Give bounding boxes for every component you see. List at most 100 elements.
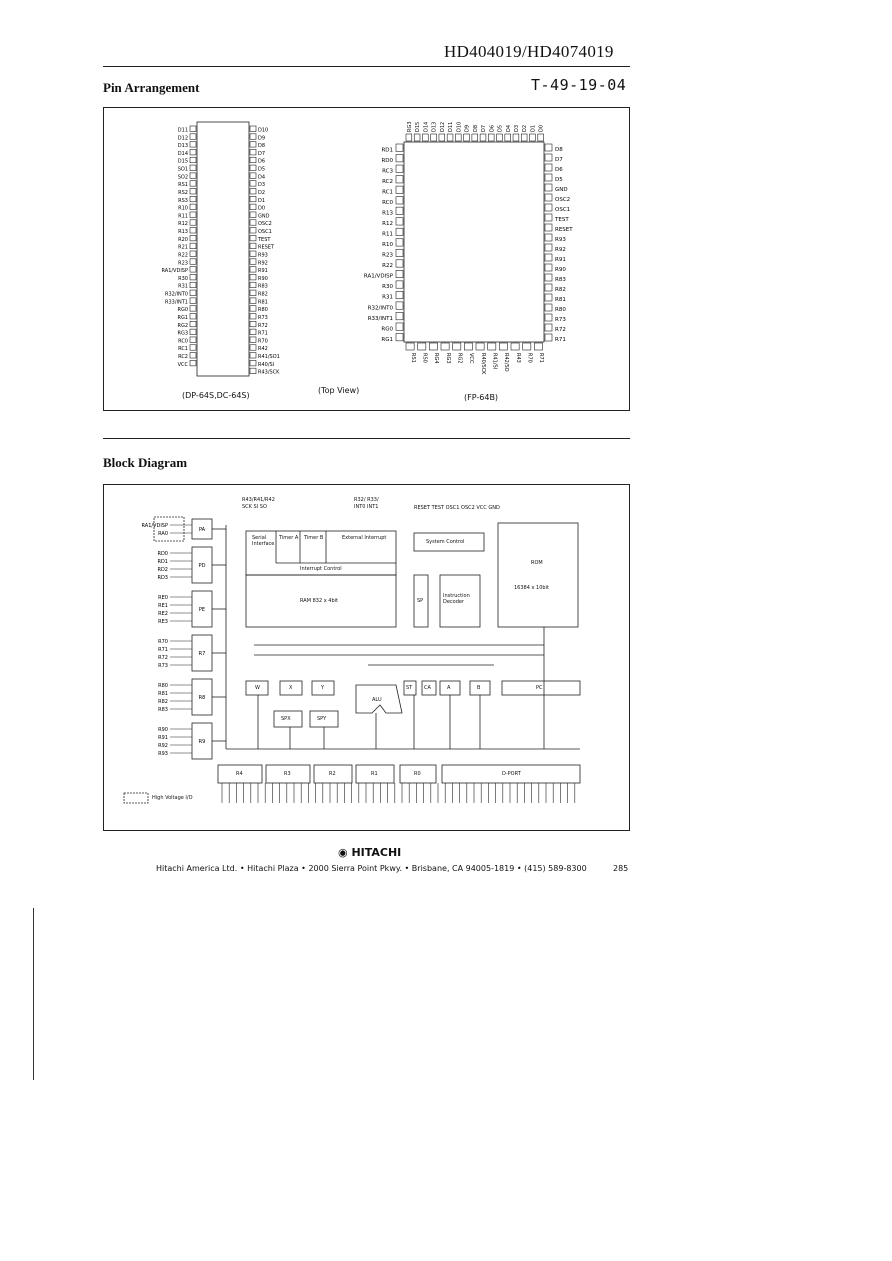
dip-pin-right (249, 305, 257, 312)
fp-pin-label-right: OSC1 (555, 207, 570, 213)
fp-pin-label-top: D9 (465, 125, 471, 132)
fp-caption: (FP-64B) (464, 393, 499, 402)
fp-pin-label-left: RD1 (381, 147, 393, 153)
fp-pin-left (395, 259, 404, 268)
fp-pin-top (537, 133, 544, 142)
dip-pin-left (189, 321, 197, 328)
fp-pin-label-bottom: RG2 (457, 353, 463, 364)
dip-pin-right (249, 297, 257, 304)
fp-pin-label-bottom: R42/SO (503, 353, 509, 372)
dip-pin-label-right: R82 (258, 292, 268, 298)
fp-pin-label-bottom: RG3 (445, 353, 451, 364)
dip-pin-label-right: R43/SCK (258, 370, 280, 376)
fp-pin-label-bottom: R43 (515, 353, 521, 363)
fp-pin-bottom (417, 342, 427, 351)
dip-pin-label-left: RG3 (177, 331, 188, 337)
dip-pin-label-right: GND (258, 213, 270, 219)
dip-pin-label-right: R73 (258, 315, 268, 321)
fp-pin-left (395, 291, 404, 300)
fp-pin-label-left: RC0 (382, 200, 393, 206)
fp-pin-left (395, 248, 404, 257)
fp-pin-left (395, 175, 404, 184)
fp-pin-left (395, 196, 404, 205)
dip-pin-label-right: D9 (258, 135, 265, 141)
dip-pin-label-left: R11 (178, 213, 188, 219)
dip-pin-label-right: R81 (258, 299, 268, 305)
fp-pin-label-left: RG1 (381, 337, 393, 343)
port-pin-label: R82 (158, 699, 168, 705)
dip-pin-right (249, 227, 257, 234)
dip-pin-left (189, 274, 197, 281)
fp-pin-left (395, 312, 404, 321)
fp-pin-label-top: D7 (481, 125, 487, 132)
fp-pin-label-left: R22 (382, 263, 393, 269)
fp-pin-left (395, 238, 404, 247)
fp-pin-label-bottom: R71 (538, 353, 544, 363)
fp-pin-left (395, 322, 404, 331)
port-group-name: PD (199, 563, 206, 569)
dip-pin-right (249, 180, 257, 187)
dip-pin-label-left: RA1/VDISP (162, 268, 189, 274)
port-pin-label: RD3 (157, 575, 168, 581)
port-r2: R2 (329, 771, 336, 777)
top-signal-4: INT0 INT1 (354, 504, 379, 510)
fp-pin-label-left: R32/INT0 (368, 305, 394, 311)
dip-pin-left (189, 360, 197, 367)
fp-pin-label-left: RG0 (381, 326, 393, 332)
dip-pin-label-left: RS3 (178, 198, 188, 204)
dip-pin-label-left: R13 (178, 229, 188, 235)
fp-pin-label-right: R72 (555, 327, 566, 333)
fp-pin-left (395, 185, 404, 194)
port-pin-label: RD1 (157, 559, 168, 565)
fp-pin-label-right: R71 (555, 337, 566, 343)
fp-pin-right (544, 283, 553, 292)
fp-pin-label-left: R10 (382, 242, 393, 248)
port-group-name: R8 (199, 695, 206, 701)
fp-pin-bottom (475, 342, 485, 351)
dip-pin-right (249, 164, 257, 171)
dip-pin-label-right: D7 (258, 151, 265, 157)
port-r1: R1 (371, 771, 378, 777)
port-group-name: PA (199, 527, 206, 533)
port-pin-label: RE3 (158, 619, 168, 625)
fp-pin-label-bottom: RS1 (410, 353, 416, 363)
port-pin-label: RE0 (158, 595, 168, 601)
fp-pin-top (496, 133, 503, 142)
dip-pin-label-right: R71 (258, 331, 268, 337)
dip-pin-left (189, 328, 197, 335)
port-pin-label: RE1 (158, 603, 168, 609)
fp-pin-label-top: D4 (506, 125, 512, 132)
block-section-title: Block Diagram (103, 455, 188, 470)
dip-pin-label-left: RC2 (178, 354, 188, 360)
dip-pin-label-left: R10 (178, 206, 188, 212)
port-dport: D-PORT (502, 771, 521, 777)
fp-pin-label-right: GND (555, 187, 568, 193)
fp-pin-right (544, 273, 553, 282)
dip-pin-label-right: R72 (258, 323, 268, 329)
ca-flag: CA (424, 685, 431, 691)
dip-pin-label-left: R23 (178, 260, 188, 266)
fp-pin-top (488, 133, 495, 142)
dip-pin-label-right: R83 (258, 284, 268, 290)
dip-pin-label-right: D3 (258, 182, 265, 188)
fp-pin-left (395, 280, 404, 289)
fp-pin-label-top: D3 (514, 125, 520, 132)
dip-pin-right (249, 344, 257, 351)
fp-pin-right (544, 193, 553, 202)
fp-pin-label-left: RC1 (382, 189, 393, 195)
dip-pin-label-left: D13 (178, 143, 188, 149)
port-pin-label: R72 (158, 655, 168, 661)
fp-pin-label-top: D10 (456, 122, 462, 132)
dip-pin-label-left: R12 (178, 221, 188, 227)
port-pin-label: R92 (158, 743, 168, 749)
fp-pin-label-top: D12 (440, 122, 446, 132)
page-number: 285 (613, 864, 629, 873)
fp-pin-label-right: TEST (554, 217, 569, 223)
dip-pin-label-left: RS1 (178, 182, 188, 188)
fp-pin-top (520, 133, 528, 142)
dip-pin-label-left: R31 (178, 284, 188, 290)
fp-pin-top (512, 133, 520, 142)
dip-pin-label-right: D4 (258, 174, 265, 180)
top-signal-3: R32/ R33/ (354, 497, 379, 503)
